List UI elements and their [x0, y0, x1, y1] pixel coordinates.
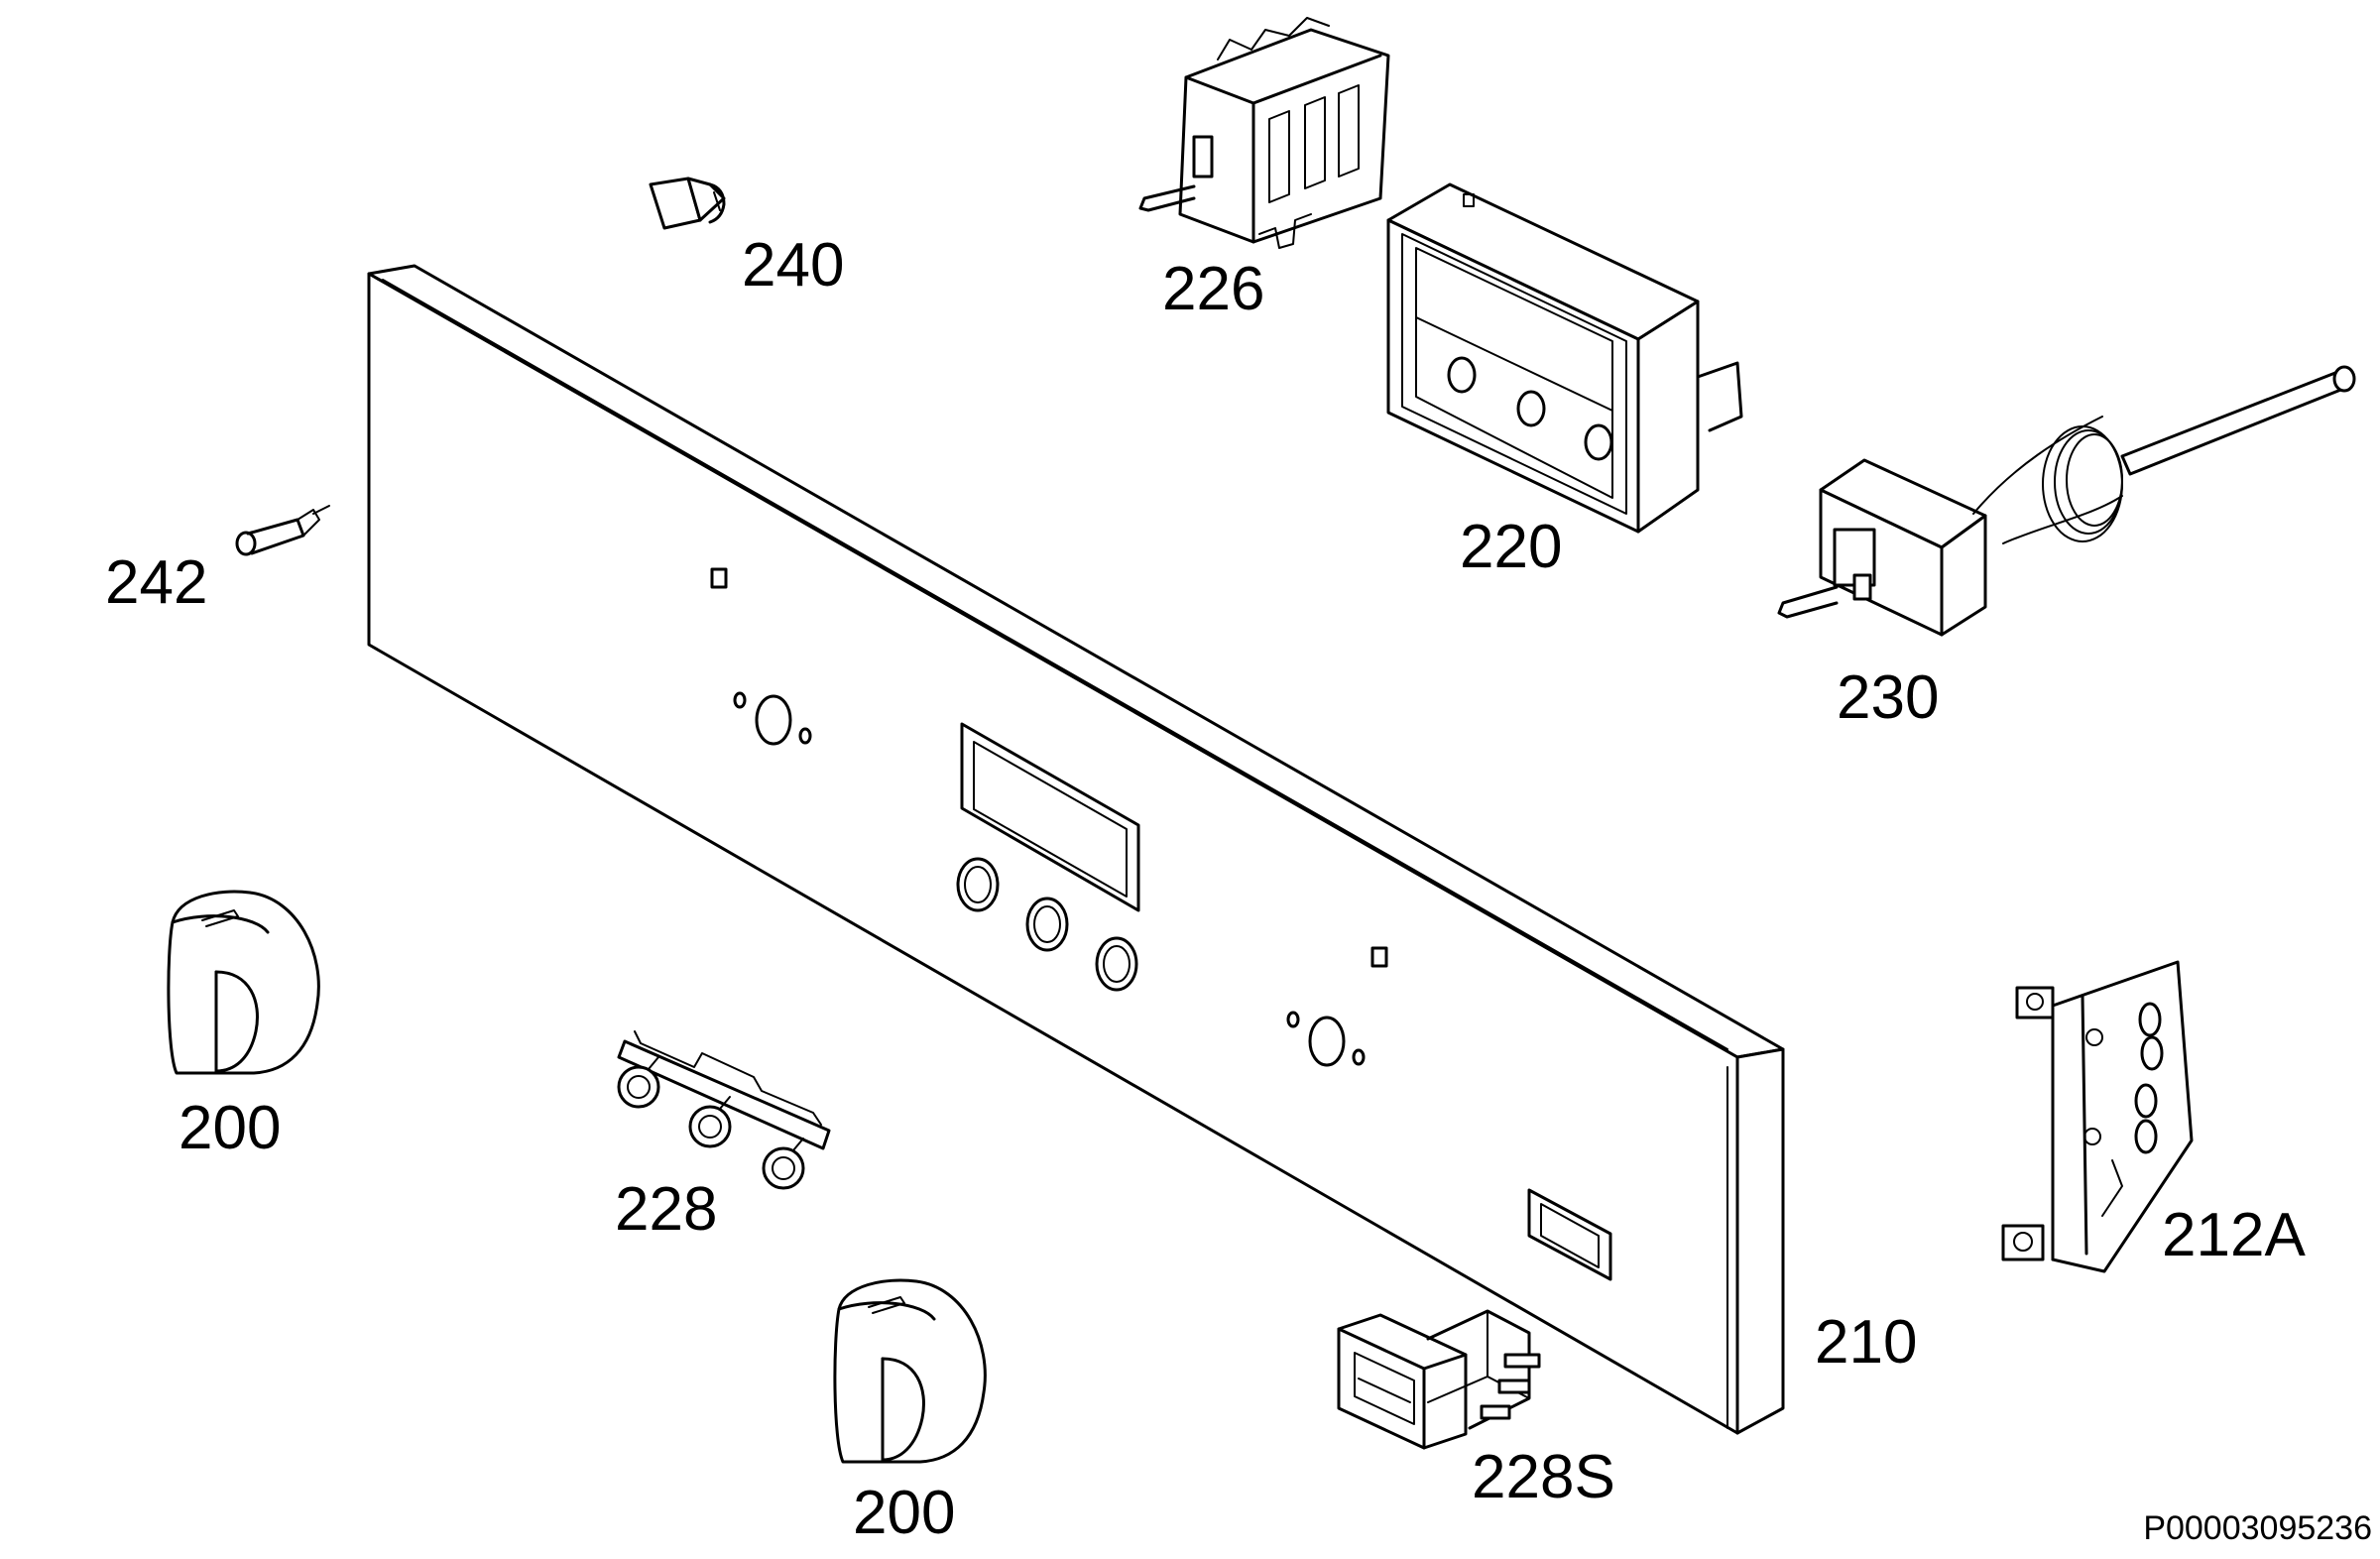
push-button-240: [649, 177, 726, 230]
label-240: 240: [742, 231, 844, 300]
label-230: 230: [1837, 663, 1939, 732]
label-200-lower: 200: [853, 1479, 955, 1547]
label-200-upper: 200: [178, 1094, 281, 1162]
label-242: 242: [105, 548, 207, 617]
document-id: P00003095236: [2143, 1509, 2372, 1547]
label-226: 226: [1162, 255, 1264, 323]
control-panel-210: [367, 264, 1785, 1435]
label-212a: 212A: [2162, 1201, 2306, 1269]
label-228s: 228S: [1472, 1443, 1615, 1511]
label-210: 210: [1815, 1308, 1917, 1377]
control-knob-200-lower: [833, 1278, 987, 1464]
bracket-212a: [2001, 960, 2194, 1273]
rocker-switch-228s: [1337, 1309, 1541, 1450]
lamp-pin-242: [235, 505, 330, 556]
label-220: 220: [1460, 513, 1562, 581]
label-228: 228: [615, 1175, 717, 1244]
control-knob-200-upper: [167, 890, 320, 1075]
thermostat-230: [1777, 365, 2356, 637]
selector-switch-226: [1138, 17, 1390, 249]
button-set-228: [617, 1030, 831, 1190]
display-frame-220: [1386, 182, 1743, 534]
